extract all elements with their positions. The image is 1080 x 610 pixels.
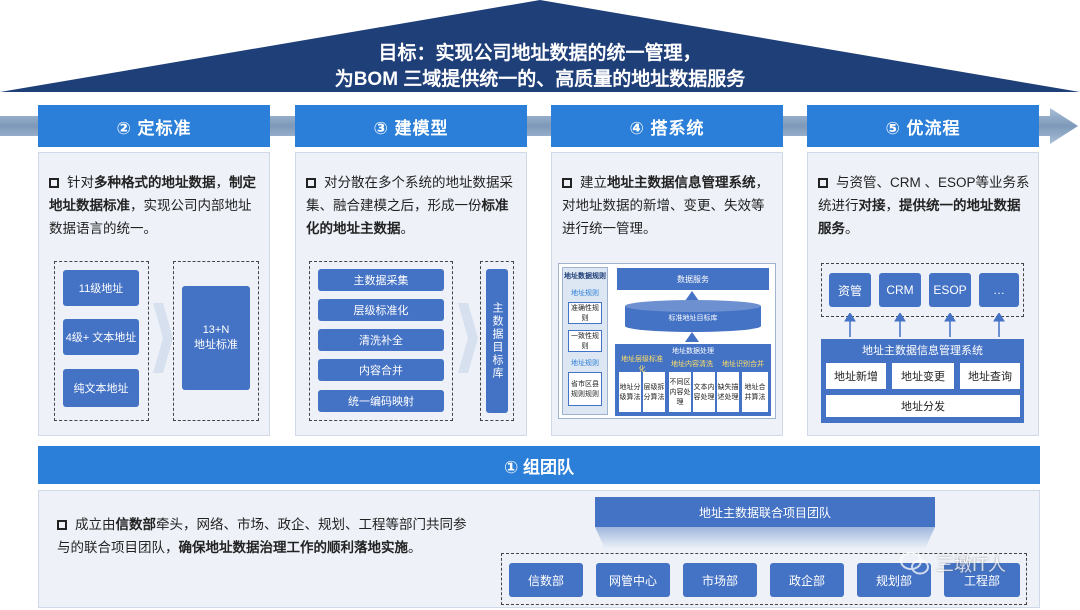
rule-accuracy: 准确性规则 (568, 302, 602, 324)
step-system-header: ④ 搭系统 (551, 105, 783, 147)
action-add: 地址新增 (826, 363, 886, 389)
joint-project-team: 地址主数据联合项目团队 (595, 497, 935, 527)
step-standardize-panel: 针对多种格式的地址数据，制定地址数据标准，实现公司内部地址数据语言的统一。 11… (38, 152, 270, 436)
format-plain-text: 纯文本地址 (63, 369, 139, 407)
target-db-group (480, 261, 514, 421)
group-level-standard: 地址层级标准化 (621, 356, 663, 373)
action-change: 地址变更 (892, 363, 954, 389)
step-cleaning: 清洗补全 (318, 329, 444, 351)
cell-level-algo: 地址分级算法 (619, 372, 641, 412)
bullet-square-icon (57, 520, 67, 530)
step-process-panel: 与资管、CRM 、ESOP等业务系统进行对接，提供统一的地址数据服务。 资管 C… (807, 152, 1039, 436)
system-architecture-diagram: 地址数据规则 地址规则 准确性规则 一致性规则 地址规则 省市区县规则规则 数据… (558, 263, 776, 419)
bullet-square-icon (306, 178, 316, 188)
step-level-standardization: 层级标准化 (318, 299, 444, 321)
management-system-title: 地址主数据信息管理系统 (862, 345, 983, 357)
data-processing-title: 地址数据处理 (672, 348, 714, 355)
arrow-up-icon (685, 332, 699, 342)
chevron-right-icon (458, 303, 478, 373)
step-merge: 内容合并 (318, 359, 444, 381)
rule-consistency: 一致性规则 (568, 330, 602, 352)
cell-split-algo: 层级拆分算法 (643, 372, 665, 412)
standardize-description: 针对多种格式的地址数据，制定地址数据标准，实现公司内部地址数据语言的统一。 (49, 175, 256, 236)
roof-banner (0, 0, 1080, 92)
step-data-collection: 主数据采集 (318, 269, 444, 291)
address-standard-group (173, 261, 259, 421)
cell-missing-process: 缺失描述处理 (717, 372, 739, 412)
team-connector (595, 527, 935, 549)
arrows-up-icon (844, 313, 1005, 337)
wechat-icon (900, 552, 929, 575)
group-identify-merge: 地址识别合并 (722, 361, 764, 368)
dept-planning: 规划部 (857, 563, 931, 597)
rules-subheading-2: 地址规则 (571, 360, 599, 367)
rule-region: 省市区县规则规则 (568, 372, 602, 406)
group-content-clean: 地址内容清洗 (671, 361, 713, 368)
address-formats-group (54, 261, 149, 421)
cell-text-process: 文本内容处理 (693, 372, 715, 412)
watermark-text: 三墩IT人 (936, 555, 1006, 575)
step-team-header: ① 组团队 (38, 446, 1040, 484)
bullet-square-icon (49, 178, 59, 188)
data-service-box: 数据服务 (617, 268, 769, 290)
format-4-level-text: 4级+ 文本地址 (63, 319, 139, 355)
address-rules-title: 地址数据规则 (564, 273, 606, 280)
master-data-target-db: 主数据目标库 (486, 269, 508, 413)
dept-engineering: 工程部 (944, 563, 1020, 597)
step-standardize-header: ② 定标准 (38, 105, 270, 147)
system-esop: ESOP (929, 273, 971, 307)
bullet-square-icon (562, 178, 572, 188)
step-system-panel: 建立地址主数据信息管理系统，对地址数据的新增、变更、失效等进行统一管理。 地址数… (551, 152, 783, 436)
system-description: 建立地址主数据信息管理系统，对地址数据的新增、变更、失效等进行统一管理。 (562, 175, 769, 236)
system-more: … (979, 273, 1019, 307)
cell-merge-algo: 地址合并算法 (742, 372, 768, 412)
chevron-right-icon (153, 303, 173, 373)
cell-region-process: 不同区内容处理 (669, 372, 691, 412)
rules-subheading-1: 地址规则 (571, 290, 599, 297)
step-process-header: ⑤ 优流程 (807, 105, 1039, 147)
goal-title-line1: 目标：实现公司地址数据的统一管理， (378, 43, 702, 64)
arrow-up-icon (685, 291, 699, 301)
format-11-level: 11级地址 (63, 270, 139, 306)
watermark: 三墩IT人 (900, 546, 1050, 582)
business-systems-group (821, 263, 1024, 317)
action-dispatch: 地址分发 (826, 395, 1020, 417)
system-ziguan: 资管 (829, 273, 871, 307)
goal-title-line2: 为BOM 三域提供统一的、高质量的地址数据服务 (334, 69, 746, 90)
modeling-description: 对分散在多个系统的地址数据采集、融合建模之后，形成一份标准化的地址主数据。 (306, 175, 513, 236)
process-description: 与资管、CRM 、ESOP等业务系统进行对接，提供统一的地址数据服务。 (818, 175, 1030, 236)
modeling-steps-group (309, 261, 453, 421)
dept-market: 市场部 (683, 563, 757, 597)
step-modeling-panel: 对分散在多个系统的地址数据采集、融合建模之后，形成一份标准化的地址主数据。 主数… (295, 152, 527, 436)
standard-13n: 13+N 地址标准 (182, 286, 250, 390)
dept-xinshu: 信数部 (509, 563, 583, 597)
action-query: 地址查询 (960, 363, 1020, 389)
dept-network-center: 网管中心 (596, 563, 670, 597)
bullet-square-icon (818, 178, 828, 188)
system-crm: CRM (879, 273, 921, 307)
target-db-label: 标准地址目标库 (668, 315, 718, 322)
departments-group (501, 553, 1027, 605)
dept-government: 政企部 (770, 563, 844, 597)
team-panel: 成立由信数部牵头，网络、市场、政企、规划、工程等部门共同参与的联合项目团队，确保… (38, 490, 1040, 608)
step-code-mapping: 统一编码映射 (318, 390, 444, 412)
step-modeling-header: ③ 建模型 (295, 105, 527, 147)
target-db-cylinder (625, 300, 761, 332)
team-description: 成立由信数部牵头，网络、市场、政企、规划、工程等部门共同参与的联合项目团队，确保… (57, 517, 467, 555)
